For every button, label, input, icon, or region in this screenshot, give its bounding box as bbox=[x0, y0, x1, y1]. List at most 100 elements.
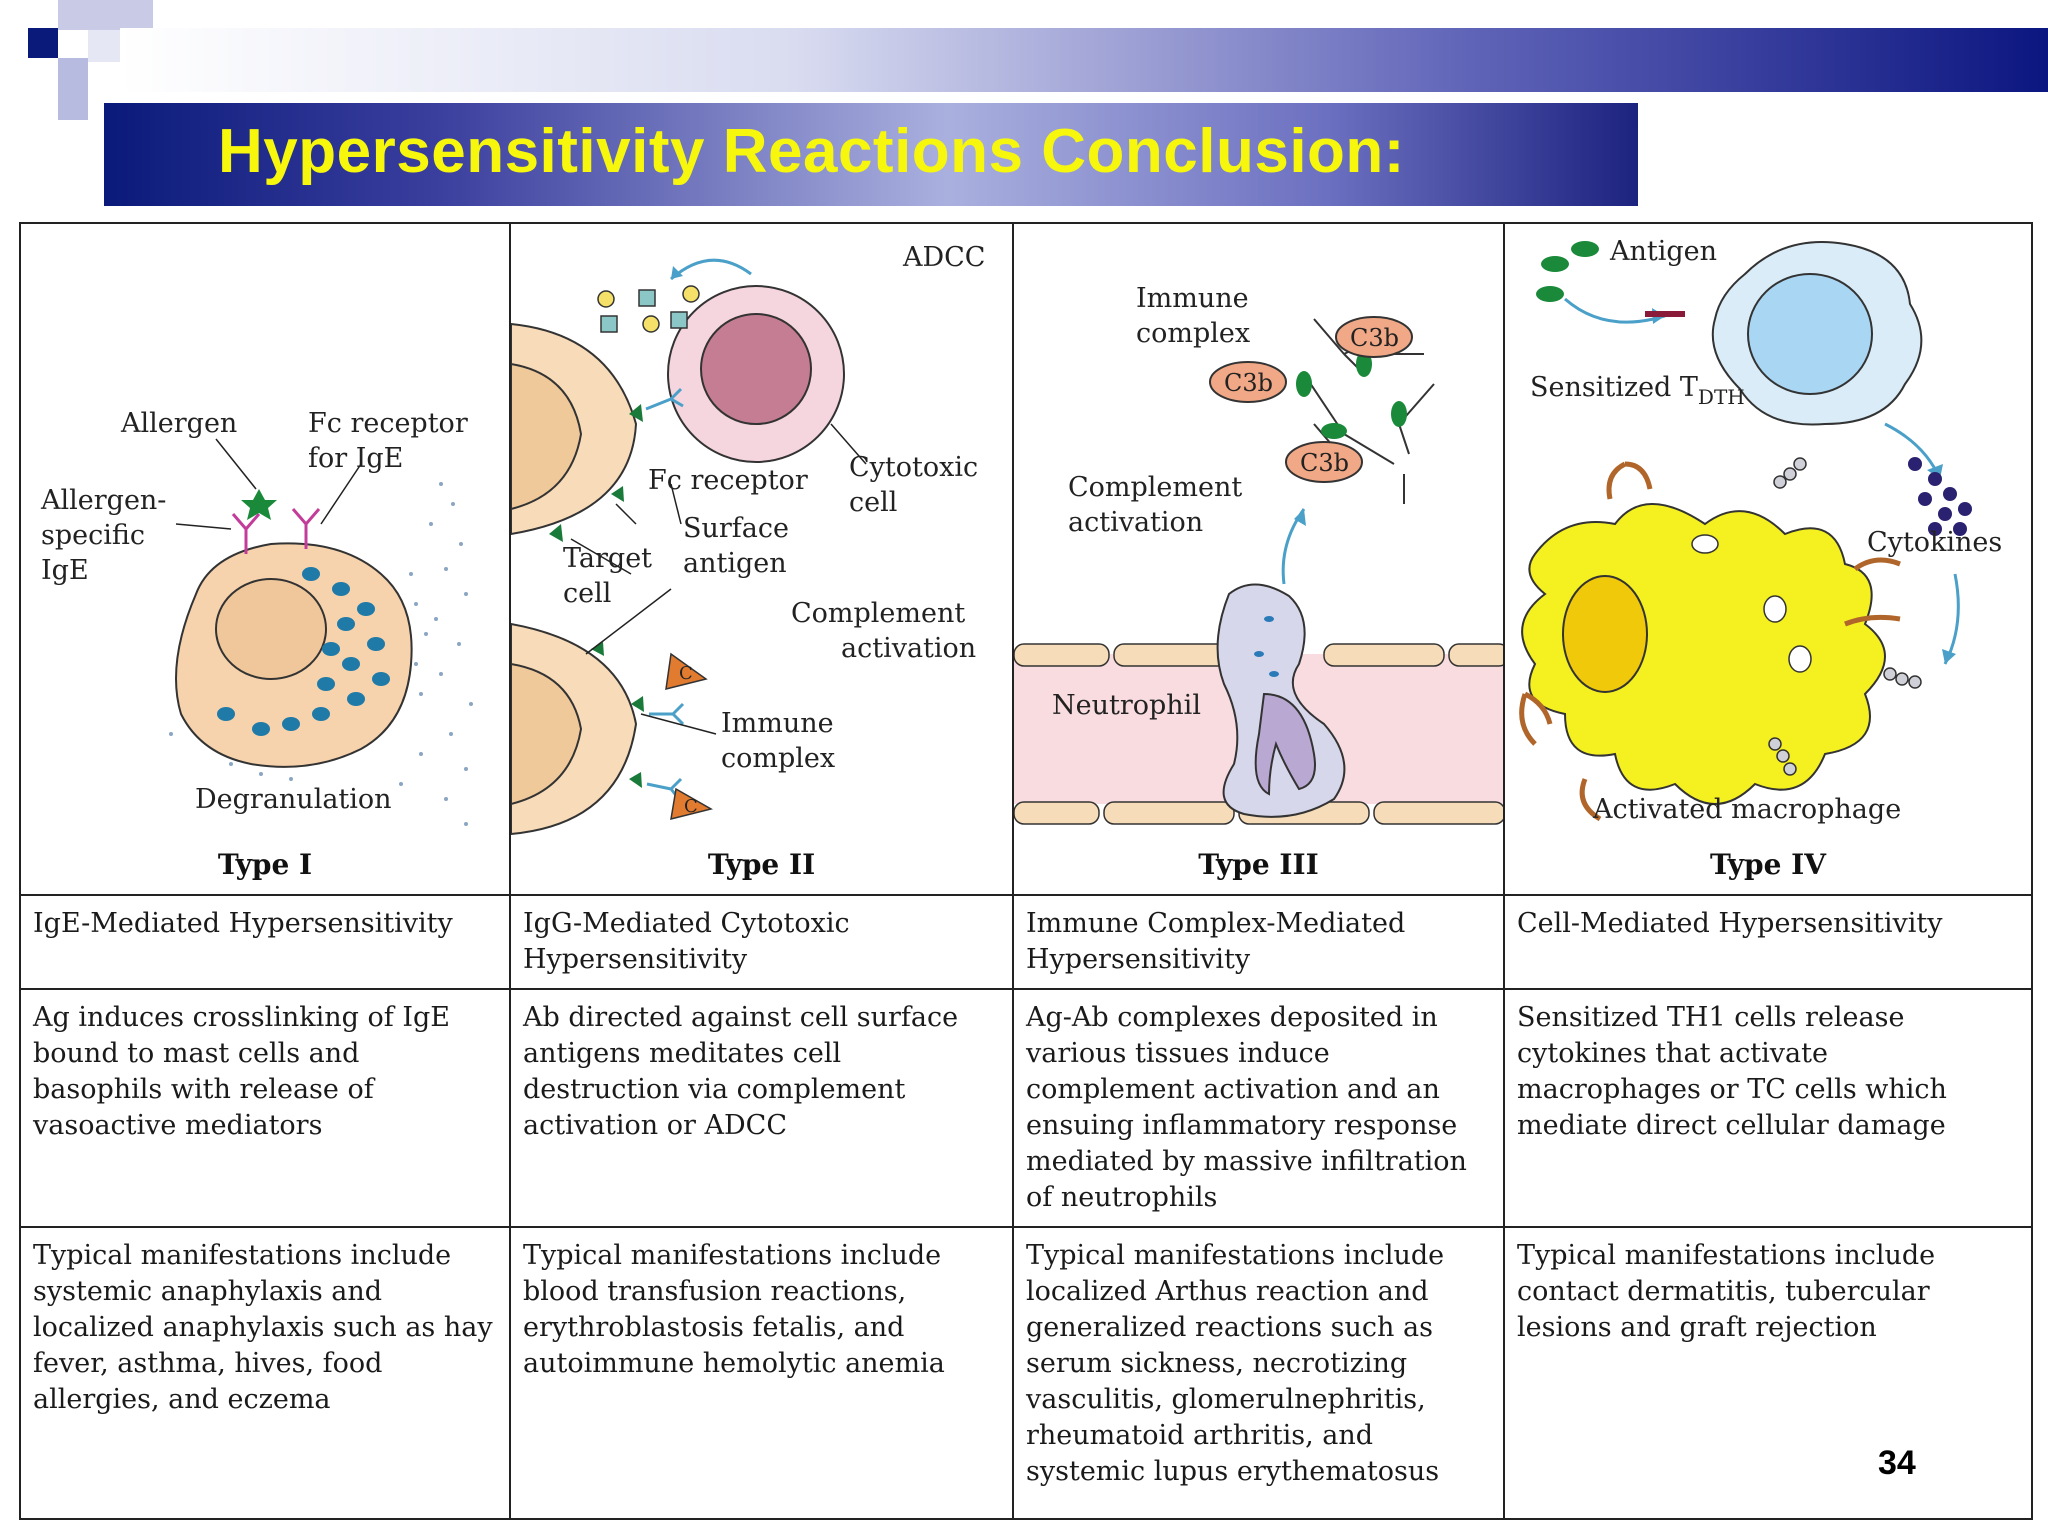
mast-cell-nucleus bbox=[215, 578, 327, 680]
type-1-label: Type I bbox=[217, 848, 313, 881]
neutrophil-label: Neutrophil bbox=[1052, 690, 1201, 721]
type-4-manifestations-cell: Typical manifestations include contact d… bbox=[1503, 1226, 2033, 1520]
complement-activation-label-1: Complement bbox=[1068, 472, 1242, 503]
allergen-label: Allergen bbox=[120, 408, 237, 439]
neutrophil-nucleus bbox=[1254, 692, 1316, 796]
specific-ige-label-2: specific bbox=[41, 520, 145, 551]
fc-receptor-label-2: for IgE bbox=[308, 443, 403, 474]
complement-activation-label-2: activation bbox=[1068, 507, 1203, 538]
type-2-name: IgG-Mediated Cytotoxic Hypersensitivity bbox=[523, 908, 850, 975]
degranulation-dots bbox=[169, 482, 473, 826]
type-2-mechanism: Ab directed against cell surface antigen… bbox=[523, 1002, 959, 1141]
type-2-manifestations: Typical manifestations include blood tra… bbox=[523, 1240, 945, 1379]
mechanism-row: Ag induces crosslinking of IgE bound to … bbox=[19, 988, 2033, 1228]
type-1-mechanism: Ag induces crosslinking of IgE bound to … bbox=[33, 1002, 450, 1141]
type-2-label: Type II bbox=[707, 848, 816, 881]
surface-antigens bbox=[549, 404, 644, 788]
type-1-manifestations-cell: Typical manifestations include systemic … bbox=[19, 1226, 511, 1520]
specific-ige-label-1: Allergen- bbox=[40, 485, 166, 516]
type-2-illustration-cell: C C ADCC Fc receptor Cytotoxic cell bbox=[509, 222, 1014, 896]
adcc-arrow bbox=[670, 258, 752, 281]
target-cell-label-2: cell bbox=[563, 578, 611, 609]
c3b-label-3: C3b bbox=[1300, 449, 1349, 477]
type-1-mechanism-cell: Ag induces crosslinking of IgE bound to … bbox=[19, 988, 511, 1228]
cytokine-arrow-2 bbox=[1943, 573, 1960, 665]
antigen-ovals bbox=[1296, 351, 1407, 439]
type-3-name-cell: Immune Complex-Mediated Hypersensitivity bbox=[1012, 894, 1505, 990]
cytokines-label: Cytokines bbox=[1867, 527, 2002, 558]
target-cell-lower-nucleus bbox=[511, 662, 583, 806]
released-granules bbox=[597, 285, 700, 333]
name-row: IgE-Mediated Hypersensitivity IgG-Mediat… bbox=[19, 894, 2033, 990]
type-1-illustration-cell: Allergen Fc receptor for IgE Allergen- s… bbox=[19, 222, 511, 896]
type-4-mechanism-cell: Sensitized TH1 cells release cytokines t… bbox=[1503, 988, 2033, 1228]
type-1-name: IgE-Mediated Hypersensitivity bbox=[33, 908, 453, 939]
target-cell-label-1: Target bbox=[563, 543, 652, 574]
antigen-particles bbox=[1536, 241, 1599, 302]
complement-activation-label-1: Complement bbox=[791, 598, 965, 629]
target-cell-upper-nucleus bbox=[511, 362, 583, 511]
cytotoxic-cell-nucleus bbox=[700, 313, 812, 425]
surface-antigen-label-2: antigen bbox=[683, 548, 787, 579]
sensitized-tdth-label: Sensitized TDTH bbox=[1530, 372, 1745, 409]
tdth-cell-nucleus bbox=[1747, 273, 1873, 395]
type-4-manifestations: Typical manifestations include contact d… bbox=[1517, 1240, 1936, 1343]
type-3-manifestations: Typical manifestations include localized… bbox=[1026, 1240, 1445, 1487]
type-4-illustration-cell: Antigen Sensitized TDTH Cytokines Activa… bbox=[1503, 222, 2033, 896]
neutrophil-granules bbox=[1254, 616, 1279, 677]
complement-c-label-1: C bbox=[679, 663, 693, 684]
immune-complex-label-1: Immune bbox=[1136, 283, 1249, 314]
cytotoxic-label-2: cell bbox=[849, 487, 897, 518]
cytokine-dots bbox=[1908, 457, 1972, 536]
type-4-name: Cell-Mediated Hypersensitivity bbox=[1517, 908, 1943, 939]
type-3-manifestations-cell: Typical manifestations include localized… bbox=[1012, 1226, 1505, 1520]
allergen-icon bbox=[241, 489, 277, 520]
slide-title: Hypersensitivity Reactions Conclusion: bbox=[218, 117, 1405, 186]
c3b-label-1: C3b bbox=[1350, 324, 1399, 352]
title-banner bbox=[104, 103, 1638, 206]
macrophage-vesicles bbox=[1691, 534, 1812, 673]
fc-receptor-label-1: Fc receptor bbox=[308, 408, 468, 439]
type-4-diagram: Antigen Sensitized TDTH Cytokines Activa… bbox=[1519, 236, 2002, 825]
antigen-label: Antigen bbox=[1609, 236, 1717, 267]
adcc-label: ADCC bbox=[902, 242, 985, 273]
type-2-mechanism-cell: Ab directed against cell surface antigen… bbox=[509, 988, 1014, 1228]
type-2-name-cell: IgG-Mediated Cytotoxic Hypersensitivity bbox=[509, 894, 1014, 990]
vessel-wall-cells bbox=[1014, 643, 1503, 825]
illustration-row: Allergen Fc receptor for IgE Allergen- s… bbox=[19, 222, 2033, 896]
type-2-manifestations-cell: Typical manifestations include blood tra… bbox=[509, 1226, 1014, 1520]
complement-markers: C C bbox=[665, 652, 713, 821]
type-4-mechanism: Sensitized TH1 cells release cytokines t… bbox=[1517, 1002, 1947, 1141]
type-3-diagram: C3b C3b C3b Immune complex Complement ac… bbox=[1014, 283, 1503, 825]
fc-receptor-label: Fc receptor bbox=[648, 465, 808, 496]
specific-ige-label-3: IgE bbox=[41, 555, 89, 586]
c3b-markers bbox=[1209, 316, 1413, 483]
surface-antigen-label-1: Surface bbox=[683, 513, 789, 544]
ige-antibodies bbox=[231, 508, 321, 554]
type-4-label: Type IV bbox=[1710, 848, 1826, 881]
type-4-name-cell: Cell-Mediated Hypersensitivity bbox=[1503, 894, 2033, 990]
bound-cytokines bbox=[1768, 457, 1922, 776]
mast-cell-granules bbox=[217, 567, 390, 736]
complement-c-label-2: C bbox=[684, 796, 698, 817]
type-3-mechanism: Ag-Ab complexes deposited in various tis… bbox=[1026, 1002, 1467, 1213]
complement-activation-label-2: activation bbox=[841, 633, 976, 664]
immune-complex-label-2: complex bbox=[1136, 318, 1250, 349]
type-3-illustration-cell: C3b C3b C3b Immune complex Complement ac… bbox=[1012, 222, 1505, 896]
hypersensitivity-table: Allergen Fc receptor for IgE Allergen- s… bbox=[19, 222, 2033, 1520]
type-3-name: Immune Complex-Mediated Hypersensitivity bbox=[1026, 908, 1406, 975]
type-3-mechanism-cell: Ag-Ab complexes deposited in various tis… bbox=[1012, 988, 1505, 1228]
type-1-name-cell: IgE-Mediated Hypersensitivity bbox=[19, 894, 511, 990]
antigen-arrow bbox=[1564, 297, 1666, 324]
type-2-diagram: C C ADCC Fc receptor Cytotoxic cell bbox=[511, 242, 985, 836]
immune-complex-label-2: complex bbox=[721, 743, 835, 774]
c3b-label-2: C3b bbox=[1224, 369, 1273, 397]
type-1-manifestations: Typical manifestations include systemic … bbox=[33, 1240, 493, 1415]
activated-macrophage-label: Activated macrophage bbox=[1592, 794, 1901, 825]
immune-complex-label-1: Immune bbox=[721, 708, 834, 739]
macrophage-receptors bbox=[1519, 461, 1901, 822]
page-number: 34 bbox=[1878, 1444, 1916, 1482]
type-1-diagram: Allergen Fc receptor for IgE Allergen- s… bbox=[40, 408, 473, 826]
macrophage-nucleus bbox=[1562, 575, 1648, 693]
cytotoxic-label-1: Cytotoxic bbox=[849, 452, 978, 483]
